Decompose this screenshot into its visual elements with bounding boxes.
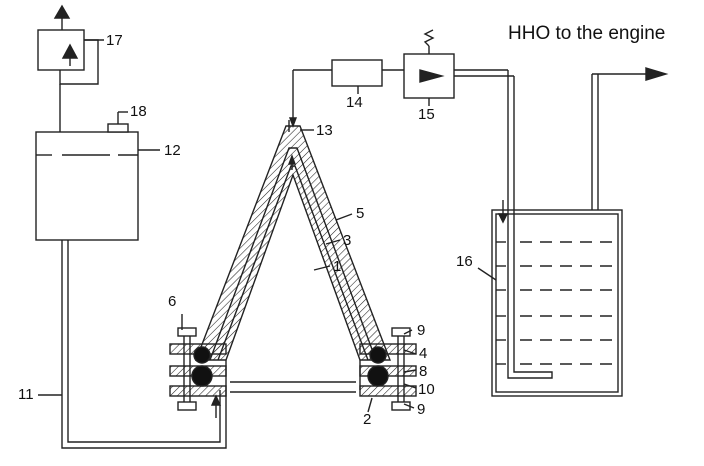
label-14: 14 xyxy=(346,94,363,111)
label-8: 8 xyxy=(419,363,428,380)
pipe-11 xyxy=(61,240,227,449)
component-16-bubbler xyxy=(491,67,669,397)
label-4: 4 xyxy=(419,345,428,362)
label-1: 1 xyxy=(333,258,342,275)
component-12-tank xyxy=(35,112,160,241)
label-3: 3 xyxy=(343,232,352,249)
label-2: 2 xyxy=(363,411,372,428)
label-13: 13 xyxy=(316,122,333,139)
label-9-top: 9 xyxy=(417,322,426,339)
leader-lines xyxy=(38,39,497,413)
left-flange xyxy=(169,327,227,411)
label-6: 6 xyxy=(168,293,177,310)
label-11: 11 xyxy=(18,386,34,403)
right-flange xyxy=(359,327,417,411)
component-17-box xyxy=(37,4,99,132)
label-16: 16 xyxy=(456,253,473,270)
label-12: 12 xyxy=(164,142,181,159)
label-10: 10 xyxy=(418,381,435,398)
label-18: 18 xyxy=(130,103,147,120)
label-9-bottom: 9 xyxy=(417,401,426,418)
label-15: 15 xyxy=(418,106,435,123)
label-5: 5 xyxy=(356,205,365,222)
caption-hho-to-engine: HHO to the engine xyxy=(508,23,666,44)
gas-outlet-line xyxy=(288,29,515,210)
label-17: 17 xyxy=(106,32,123,49)
